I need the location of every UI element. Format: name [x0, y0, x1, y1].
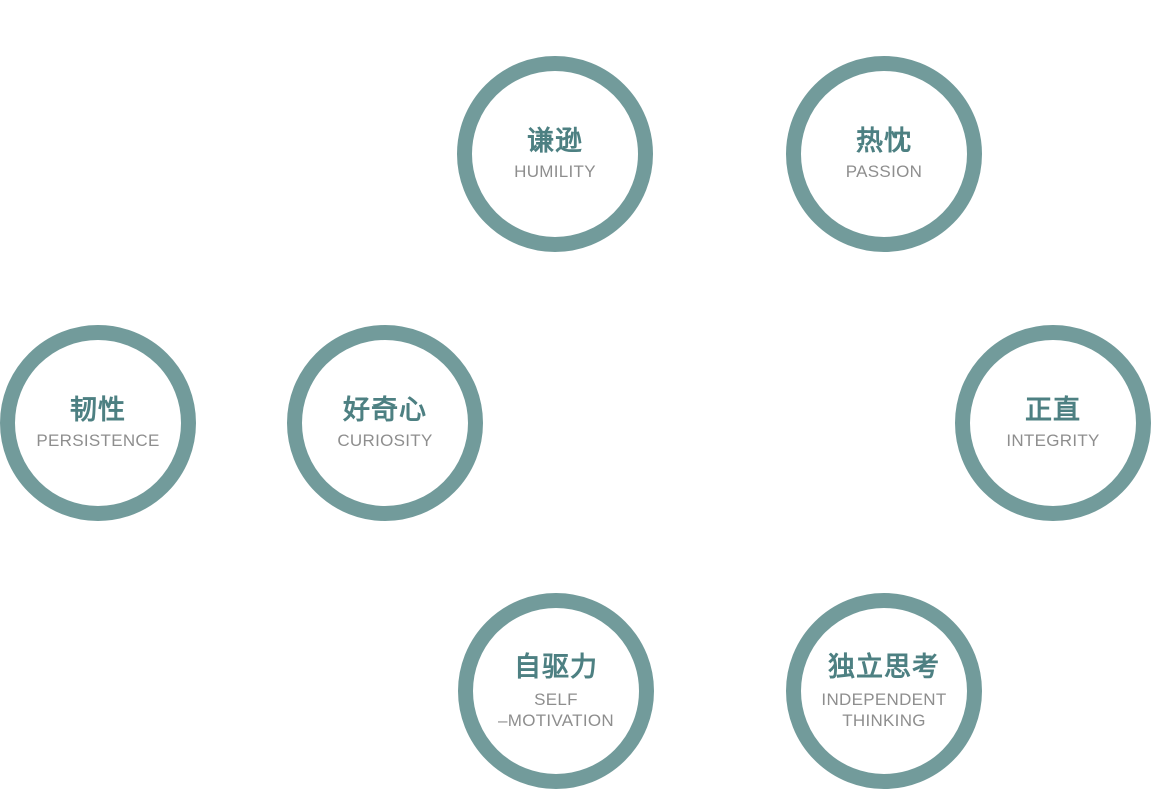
value-title-en-line1: INDEPENDENT: [821, 689, 947, 709]
value-title-en: INTEGRITY: [1006, 431, 1100, 450]
value-title-en: PASSION: [845, 162, 923, 181]
value-circle-passion: 热忱 PASSION: [786, 56, 982, 252]
value-circle-humility: 谦逊 HUMILITY: [457, 56, 653, 252]
value-title-en-line2: –MOTIVATION: [497, 710, 614, 730]
value-title-en: CURIOSITY: [337, 431, 433, 450]
value-title-zh: 独立思考: [828, 651, 940, 683]
value-circle-self-motivation: 自驱力 SELF –MOTIVATION: [458, 593, 654, 789]
value-title-zh: 好奇心: [343, 395, 427, 426]
value-circle-independent-thinking: 独立思考 INDEPENDENT THINKING: [786, 593, 982, 789]
value-title-en: HUMILITY: [514, 162, 596, 181]
value-title-en: SELF –MOTIVATION: [498, 689, 614, 731]
value-title-zh: 热忱: [856, 126, 912, 157]
value-circle-persistence: 韧性 PERSISTENCE: [0, 325, 196, 521]
value-title-en: INDEPENDENT THINKING: [821, 689, 946, 731]
value-circle-integrity: 正直 INTEGRITY: [955, 325, 1151, 521]
value-circle-curiosity: 好奇心 CURIOSITY: [287, 325, 483, 521]
value-title-zh: 谦逊: [527, 126, 583, 157]
value-title-en-line2: THINKING: [842, 710, 926, 730]
value-title-zh: 自驱力: [514, 651, 598, 683]
value-title-zh: 正直: [1025, 395, 1081, 426]
value-title-en: PERSISTENCE: [36, 431, 160, 450]
value-title-zh: 韧性: [70, 395, 126, 426]
value-title-en-line1: SELF: [534, 689, 578, 709]
